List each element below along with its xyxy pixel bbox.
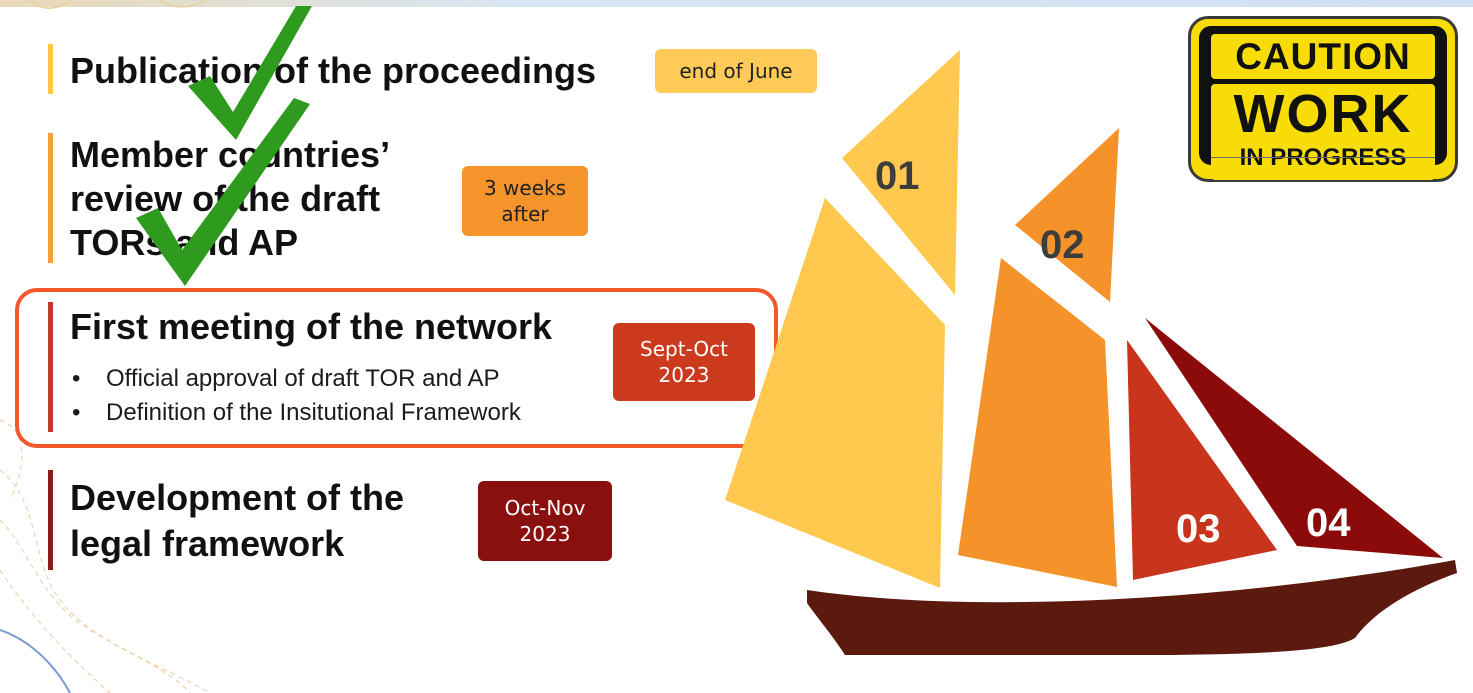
sail-01-top	[842, 50, 960, 295]
sail-02-bottom	[958, 258, 1117, 587]
sign-work-text: WORK	[1233, 84, 1413, 144]
timeline-item-first-meeting: First meeting of the network Official ap…	[48, 300, 768, 440]
item-accent-bar	[48, 133, 53, 263]
sail-number: 01	[875, 154, 920, 198]
top-decor-strip	[0, 0, 1473, 7]
sail-04	[1145, 318, 1443, 558]
item-title: First meeting of the network	[70, 306, 553, 347]
sign-caution-text: CAUTION	[1211, 34, 1435, 79]
item-title: Member countries’ review of the draft TO…	[70, 134, 391, 263]
sail-number: 04	[1306, 501, 1351, 545]
caution-work-in-progress-sign: CAUTION WORK IN PROGRESS	[1188, 16, 1458, 182]
sailboat-illustration	[725, 50, 1457, 655]
timeline-item-member-review: Member countries’ review of the draft TO…	[48, 133, 828, 268]
sail-number: 03	[1176, 507, 1221, 551]
sign-fine-print	[1211, 157, 1435, 164]
timeline-item-legal-framework: Development of the legal framework Oct-N…	[48, 470, 828, 580]
timeline-item-publication: Publication of the proceedings end of Ju…	[48, 44, 828, 100]
item-accent-bar	[48, 44, 53, 94]
meeting-bullet-list: Official approval of draft TOR and AP De…	[70, 362, 521, 430]
status-badge: end of June	[655, 49, 817, 93]
sail-number: 02	[1040, 223, 1085, 267]
sail-03	[1127, 340, 1277, 580]
status-badge: Sept-Oct 2023	[613, 323, 755, 401]
list-item: Official approval of draft TOR and AP	[70, 362, 521, 396]
status-badge: 3 weeks after	[462, 166, 588, 236]
sail-01-bottom	[725, 198, 945, 588]
sign-border: CAUTION WORK IN PROGRESS	[1199, 26, 1447, 180]
checkmark-icon	[136, 98, 310, 286]
sail-02-top	[1015, 128, 1119, 302]
sign-main-panel: WORK IN PROGRESS	[1211, 84, 1435, 180]
item-title: Development of the legal framework	[70, 477, 405, 564]
item-title: Publication of the proceedings	[70, 50, 597, 91]
status-badge: Oct-Nov 2023	[478, 481, 612, 561]
item-accent-bar	[48, 302, 53, 432]
checkmark-icon	[188, 6, 312, 140]
item-accent-bar	[48, 470, 53, 570]
boat-hull	[807, 560, 1457, 655]
list-item: Definition of the Insitutional Framework	[70, 396, 521, 430]
